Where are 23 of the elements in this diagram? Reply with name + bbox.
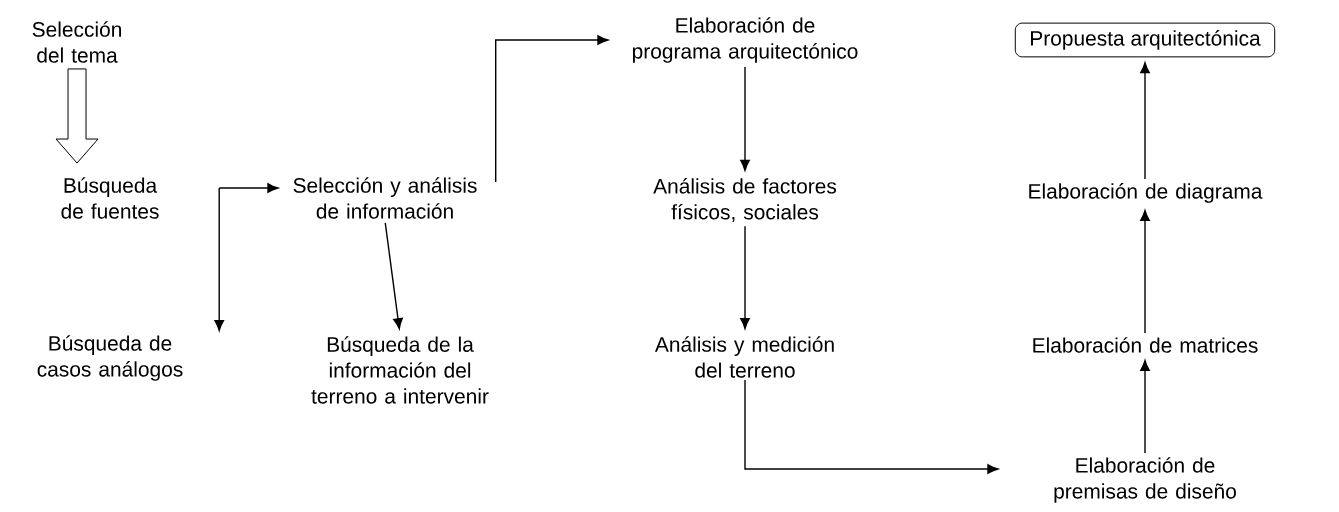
arrow bbox=[214, 187, 225, 332]
arrow bbox=[744, 379, 999, 474]
step-text: Elaboración de matrices bbox=[1033, 337, 1258, 353]
arrow bbox=[218, 183, 279, 193]
result-box: Propuesta arquitectónica bbox=[1014, 22, 1276, 58]
step-text: Elaboración de premisas de diseño bbox=[1054, 457, 1236, 503]
arrow bbox=[1140, 359, 1150, 454]
step-text: Elaboración de programa arquitectónico bbox=[632, 17, 858, 63]
step-text: Elaboración de diagrama bbox=[1029, 183, 1263, 203]
hollow-arrow bbox=[55, 68, 99, 164]
step-text: Selección del tema bbox=[32, 21, 121, 63]
step-text: Análisis y medición del terreno bbox=[654, 336, 834, 378]
arrow bbox=[740, 225, 750, 330]
step-text: Análisis de factores físicos, sociales bbox=[653, 178, 837, 222]
arrow bbox=[740, 66, 750, 171]
arrow bbox=[1140, 209, 1150, 334]
step-text: Búsqueda de la información del terreno a intervenir bbox=[311, 336, 489, 404]
arrow bbox=[1140, 62, 1150, 180]
step-text: Selección y análisis de información bbox=[293, 177, 477, 219]
arrow bbox=[384, 222, 403, 330]
step-text: Búsqueda de casos análogos bbox=[37, 335, 183, 381]
arrow bbox=[495, 35, 609, 183]
step-text: Búsqueda de fuentes bbox=[61, 177, 159, 219]
